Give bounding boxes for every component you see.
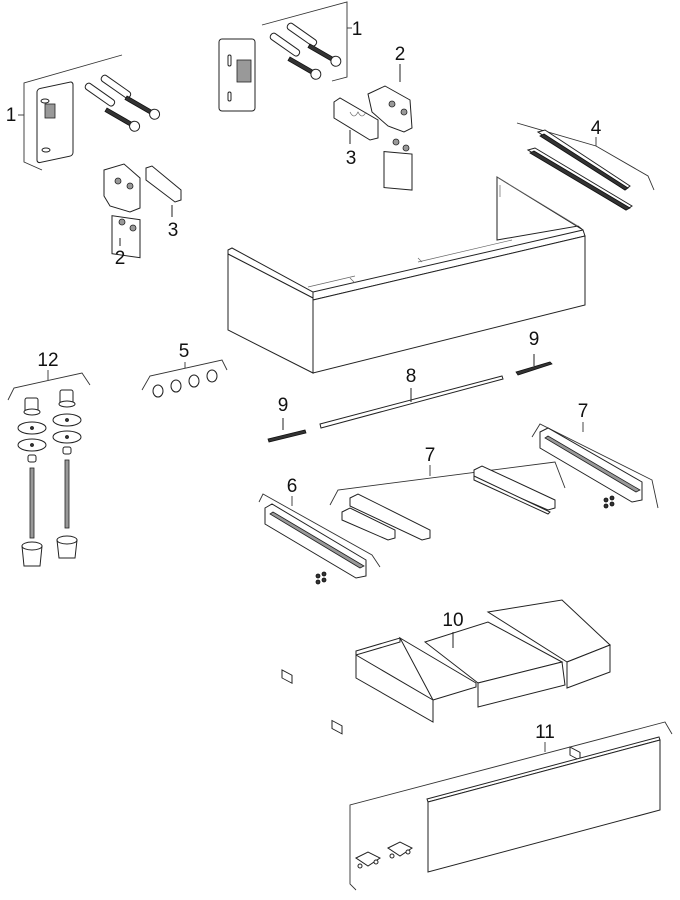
callout-label-2b: 2 <box>395 44 406 65</box>
wall-mount-kit-left <box>18 54 161 171</box>
bracket-line <box>23 54 123 171</box>
rod-connector-right <box>515 354 553 376</box>
bracket-clip-left <box>145 165 182 217</box>
rail-strips <box>516 122 655 211</box>
wall-mount-kit-right <box>218 1 352 112</box>
bracket-line <box>7 372 91 401</box>
callout-label-10: 10 <box>442 610 463 631</box>
callout-label-9a: 9 <box>278 395 289 416</box>
bracket-line <box>349 721 673 891</box>
drawer-front-panel <box>349 721 673 891</box>
hanging-bracket-right <box>367 64 413 191</box>
callout-label-2a: 2 <box>115 248 126 269</box>
callout-label-1b: 1 <box>352 19 363 40</box>
callout-label-3a: 3 <box>168 220 179 241</box>
callout-label-5: 5 <box>179 341 190 362</box>
drawer-runner-left <box>258 493 381 735</box>
bracket-line <box>531 423 659 509</box>
callout-label-6a: 6 <box>287 476 298 497</box>
synchronisation-rod <box>319 375 504 429</box>
callout-label-4: 4 <box>591 118 602 139</box>
callout-label-7: 7 <box>425 445 436 466</box>
callout-label-6b: 7 <box>578 401 589 422</box>
cabinet-carcass <box>227 176 586 374</box>
callout-label-9b: 9 <box>529 329 540 350</box>
bracket-clip-right <box>333 97 379 144</box>
callout-label-8: 8 <box>406 366 417 387</box>
callout-label-11: 11 <box>535 722 555 743</box>
callout-label-12: 12 <box>37 350 58 371</box>
callout-label-1a: 1 <box>6 105 17 126</box>
bracket-line <box>258 493 381 568</box>
floor-support-feet <box>7 370 91 567</box>
runner-couplings <box>329 461 566 541</box>
bracket-line <box>141 359 228 391</box>
bracket-line <box>516 122 655 191</box>
bracket-line <box>261 1 348 82</box>
bracket-line <box>329 461 566 506</box>
rod-connector-left <box>267 418 307 443</box>
drawer-body <box>355 599 611 723</box>
hanging-bracket-left <box>103 163 141 259</box>
callout-label-3b: 3 <box>346 148 357 169</box>
cover-caps <box>141 359 228 398</box>
